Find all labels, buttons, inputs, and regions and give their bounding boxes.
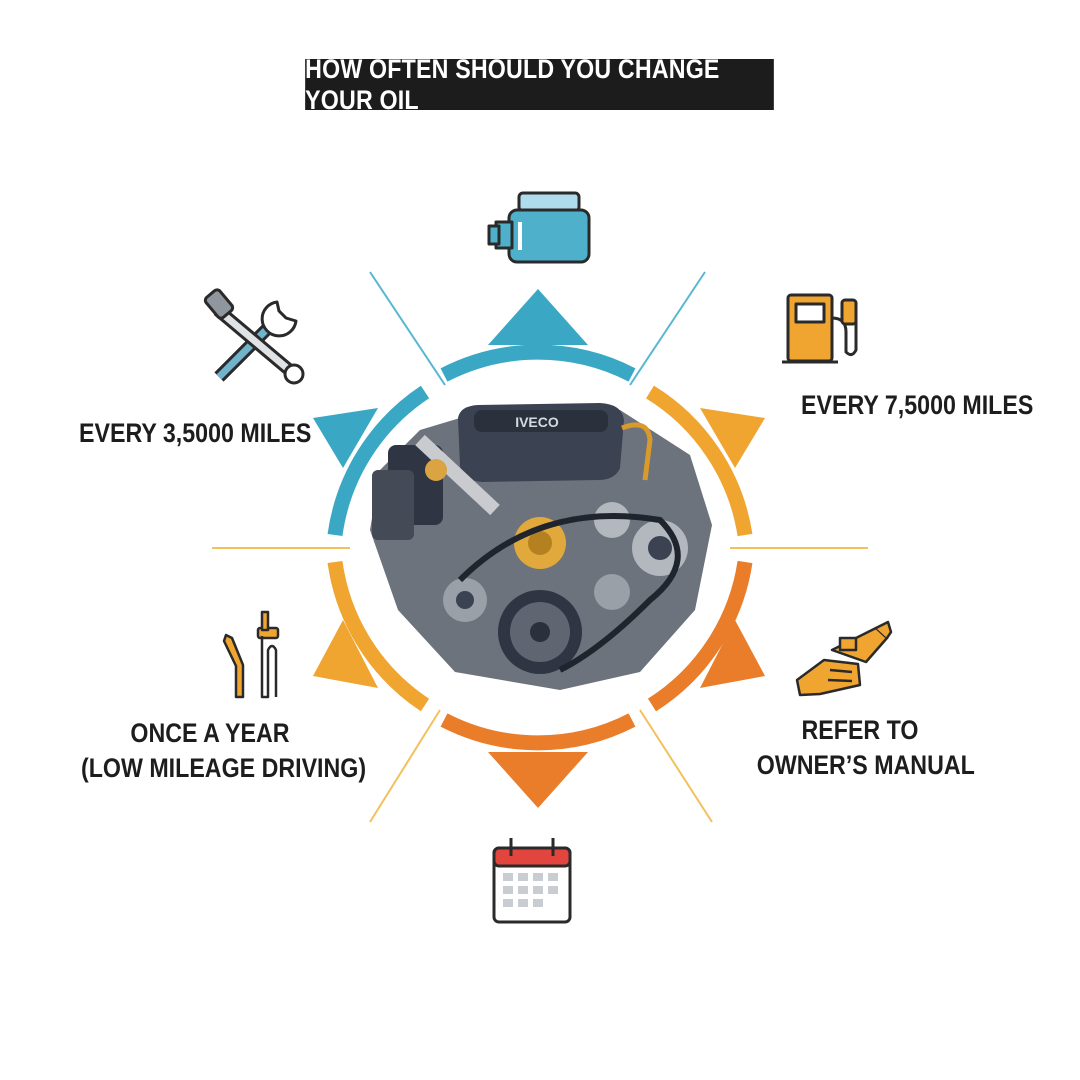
label-every-7500-miles: EVERY 7,5000 MILES	[801, 390, 1034, 420]
ring-left-blue	[327, 385, 430, 537]
ring-top-blue	[440, 344, 636, 382]
label-once-a-year: ONCE A YEAR (LOW MILEAGE DRIVING)	[81, 716, 367, 786]
wrench-screwdriver-icon	[203, 288, 305, 385]
ring-segments	[327, 344, 753, 751]
calendar-icon	[492, 838, 572, 924]
pointer-bottom	[488, 752, 588, 808]
fuel-pump-icon	[782, 293, 858, 364]
engine-illustration	[370, 403, 712, 690]
triangle-pointers	[313, 289, 765, 808]
pointer-top-right	[700, 408, 765, 468]
ring-right-orange	[647, 560, 753, 712]
pointer-bottom-left	[313, 620, 378, 688]
fuel-nozzle-hand-icon	[795, 620, 893, 697]
pointer-top-left	[313, 408, 378, 468]
page-title: HOW OFTEN SHOULD YOU CHANGE YOUR OIL	[305, 54, 774, 115]
label-refer-to-manual: REFER TO OWNER’S MANUAL	[756, 713, 975, 783]
oil-filter-icon	[487, 191, 591, 264]
ring-bottom-orange	[440, 713, 636, 751]
label-every-3500-miles: EVERY 3,5000 MILES	[79, 418, 312, 448]
pointer-top	[488, 289, 588, 345]
label-once-a-year-line2: (LOW MILEAGE DRIVING)	[81, 753, 367, 783]
label-once-a-year-line1: ONCE A YEAR	[130, 718, 290, 748]
label-refer-to-manual-line1: REFER TO	[801, 715, 919, 745]
dipstick-icon	[222, 610, 280, 699]
ring-left-amber	[327, 560, 430, 712]
pointer-bottom-right	[700, 620, 765, 688]
label-refer-to-manual-line2: OWNER’S MANUAL	[756, 750, 975, 780]
divider-lines	[212, 271, 868, 823]
ring-right-amber	[646, 385, 753, 537]
engine-badge: IVECO	[515, 414, 559, 430]
